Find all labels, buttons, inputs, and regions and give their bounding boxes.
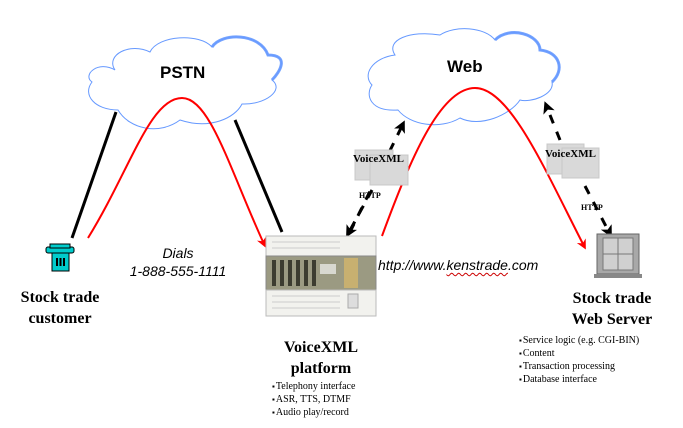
platform-feature: Telephony interface — [272, 380, 356, 393]
web-server-title: Stock trade Web Server — [557, 288, 667, 330]
server-rack-icon — [265, 235, 377, 317]
platform-feature: ASR, TTS, DTMF — [272, 393, 355, 406]
telephone-icon — [45, 243, 75, 272]
left-voicexml-label: VoiceXML — [353, 153, 404, 165]
right-voicexml-label: VoiceXML — [545, 148, 596, 160]
url-prefix: http://www. — [378, 257, 447, 273]
dial-instruction: Dials 1-888-555-1111 — [118, 244, 238, 280]
platform-title: VoiceXML platform — [265, 337, 377, 379]
platform-title-line1: VoiceXML — [283, 339, 359, 356]
pstn-platform-line — [233, 119, 284, 233]
customer-pstn-line — [70, 111, 118, 239]
web-server-icon — [594, 233, 642, 278]
customer-title-line1: Stock trade — [20, 289, 100, 306]
web-server-http-link — [543, 101, 562, 141]
web-server-feature: Service logic (e.g. CGI-BIN) — [519, 334, 639, 347]
right-http-label: HTTP — [581, 203, 603, 212]
url-suffix: .com — [507, 257, 539, 273]
right-voicexml-document-icon — [546, 143, 600, 179]
web-server-title-line1: Stock trade — [572, 290, 652, 307]
platform-feature-list: Telephony interface ASR, TTS, DTMF Audio… — [272, 380, 356, 419]
url-domain: kenstrade — [446, 257, 508, 273]
web-request-path — [381, 86, 586, 250]
web-cloud-label: Web — [447, 57, 483, 76]
left-voicexml-document-icon — [354, 149, 409, 186]
web-server-feature: Database interface — [519, 373, 639, 386]
left-http-label: HTTP — [359, 191, 381, 200]
platform-title-line2: platform — [290, 360, 352, 377]
web-server-feature: Content — [519, 347, 639, 360]
web-platform-http-link — [346, 189, 374, 238]
voice-call-path — [87, 96, 267, 248]
pstn-cloud-label: PSTN — [160, 63, 206, 82]
web-server-feature-list: Service logic (e.g. CGI-BIN) Content Tra… — [519, 334, 639, 386]
service-url: http://www.kenstrade.com — [378, 257, 538, 273]
web-server-feature: Transaction processing — [519, 360, 639, 373]
customer-title-line2: customer — [28, 310, 92, 327]
web-cloud — [367, 28, 561, 126]
pstn-cloud — [88, 35, 283, 130]
dial-label: Dials — [162, 245, 194, 261]
platform-feature: Audio play/record — [272, 406, 355, 419]
dial-number: 1-888-555-1111 — [129, 263, 227, 279]
web-server-title-line2: Web Server — [571, 311, 653, 328]
customer-title: Stock trade customer — [10, 287, 110, 329]
